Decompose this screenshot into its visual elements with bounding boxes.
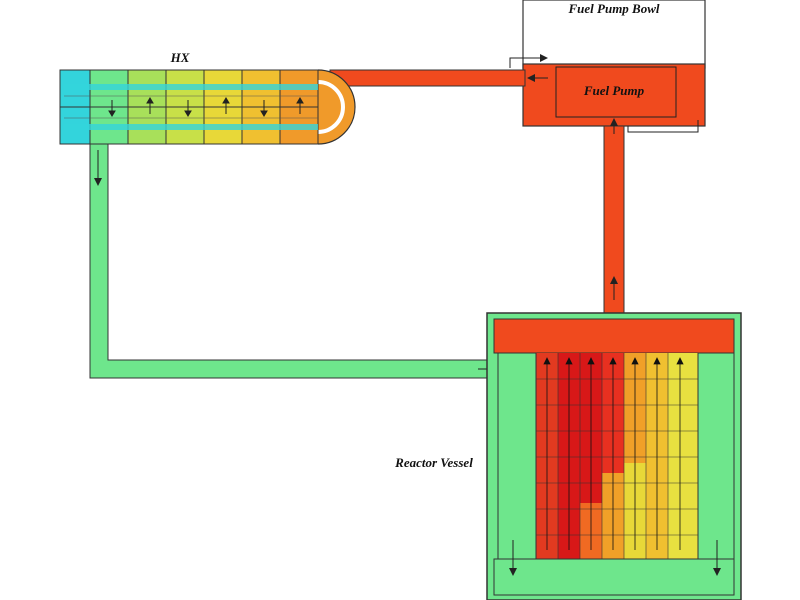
cold-leg-pipe bbox=[89, 143, 491, 379]
heat-exchanger bbox=[59, 69, 356, 145]
flow-arrow-icon bbox=[540, 54, 548, 62]
downcomer-right bbox=[697, 352, 735, 560]
flow-arrow-icon bbox=[610, 118, 618, 126]
flow-arrow-icon bbox=[713, 568, 721, 576]
reactor-vessel-label: Reactor Vessel bbox=[394, 455, 473, 470]
hx-label: HX bbox=[170, 50, 190, 65]
upper-plenum bbox=[493, 318, 735, 354]
fuel-pump bbox=[555, 66, 677, 118]
flow-arrow-icon bbox=[527, 74, 535, 82]
fuel-pump-bowl bbox=[522, 0, 706, 69]
lower-plenum bbox=[493, 558, 735, 596]
flow-arrow-icon bbox=[509, 568, 517, 576]
fuel-pump-label: Fuel Pump bbox=[583, 83, 645, 98]
flow-arrow-icon bbox=[610, 276, 618, 284]
flow-arrow-icon bbox=[94, 178, 102, 186]
downcomer-left bbox=[497, 352, 537, 560]
hot-leg-to-hx bbox=[329, 69, 526, 87]
reactor-vessel bbox=[486, 312, 742, 600]
fuel-pump-bowl-label: Fuel Pump Bowl bbox=[567, 1, 659, 16]
